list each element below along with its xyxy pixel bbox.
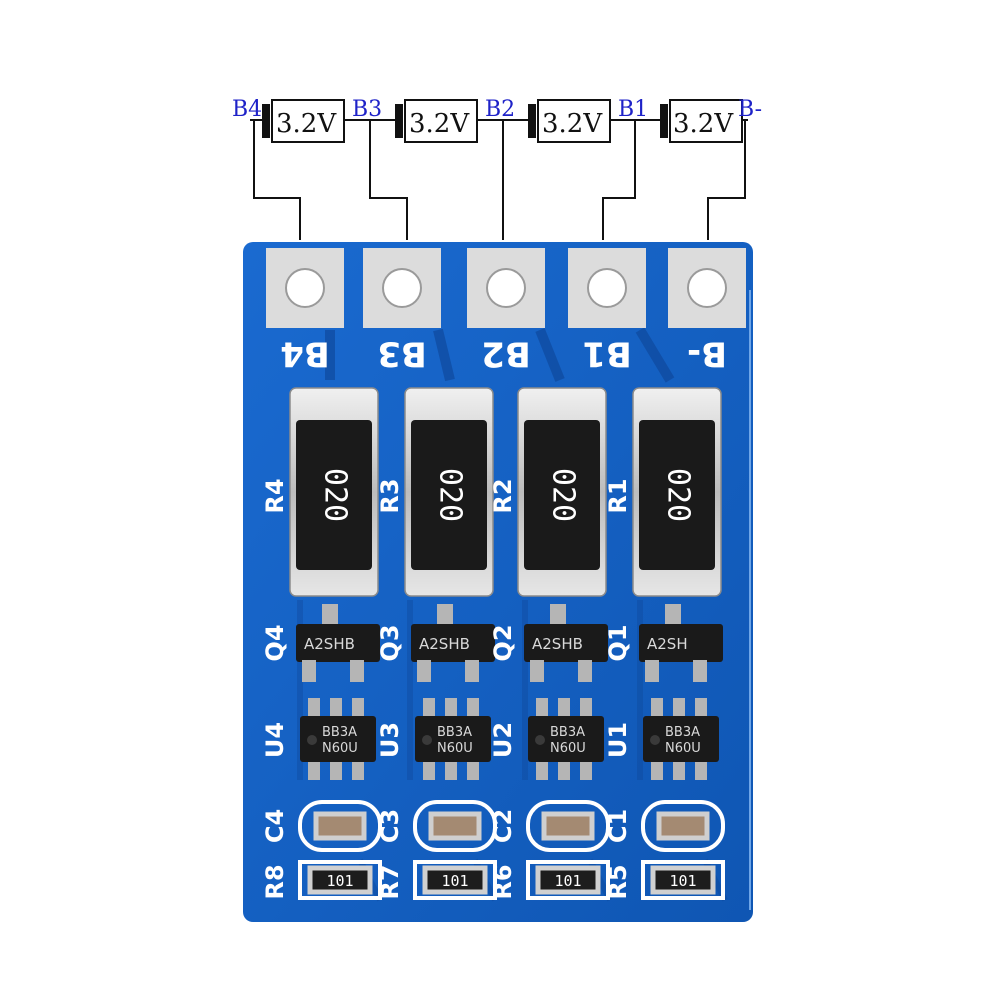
capacitor: [413, 800, 497, 852]
capacitor-ref-label: C4: [261, 809, 289, 843]
mosfet-chip: A2SHB: [524, 604, 608, 682]
ic-marking-line2: N60U: [322, 741, 358, 756]
solder-pad: [467, 248, 545, 328]
shunt-resistor: 020: [404, 387, 494, 597]
shunt-ref-label: R3: [376, 478, 404, 513]
shunt-resistor: 020: [517, 387, 607, 597]
resistor: 101: [526, 860, 610, 900]
shunt-resistor: 020: [289, 387, 379, 597]
capacitor-ref-label: C3: [376, 809, 404, 843]
mosfet-marking: A2SHB: [304, 635, 355, 653]
mosfet-marking: A2SHB: [419, 635, 470, 653]
ic-marking-line1: BB3A: [665, 725, 700, 740]
capacitor: [298, 800, 382, 852]
pad-silkscreen-label: B2: [481, 334, 531, 374]
resistor-ref-label: R8: [261, 864, 289, 899]
terminal-label-b1: B1: [618, 97, 648, 122]
resistor-code: 101: [669, 872, 696, 890]
resistor: 101: [413, 860, 497, 900]
battery-cell: 3.2V: [395, 99, 478, 143]
cell-voltage-label: 3.2V: [542, 109, 603, 139]
pad-silkscreen-label: B-: [687, 334, 727, 374]
shunt-ref-label: R2: [489, 478, 517, 513]
pad-silkscreen-label: B4: [280, 334, 330, 374]
battery-cell: 3.2V: [262, 99, 345, 143]
mosfet-marking: A2SH: [647, 635, 688, 653]
cell-voltage-label: 3.2V: [673, 109, 734, 139]
pad-silkscreen-label: B1: [582, 334, 632, 374]
ic-ref-label: U2: [489, 722, 517, 758]
cell-voltage-label: 3.2V: [276, 109, 337, 139]
battery-cell: 3.2V: [660, 99, 743, 143]
shunt-resistor: 020: [632, 387, 722, 597]
ic-ref-label: U3: [376, 722, 404, 758]
terminal-label-b3: B3: [352, 97, 382, 122]
battery-cell: 3.2V: [528, 99, 611, 143]
shunt-resistor-code: 020: [546, 468, 581, 522]
ic-ref-label: U1: [604, 722, 632, 758]
ic-marking-line2: N60U: [665, 741, 701, 756]
mosfet-ref-label: Q1: [604, 624, 632, 661]
ic-marking-line1: BB3A: [550, 725, 585, 740]
capacitor-ref-label: C2: [489, 809, 517, 843]
resistor-code: 101: [554, 872, 581, 890]
ic-marking-line2: N60U: [437, 741, 473, 756]
shunt-resistor-code: 020: [433, 468, 468, 522]
resistor-ref-label: R6: [489, 864, 517, 899]
mosfet-ref-label: Q3: [376, 624, 404, 661]
solder-pad: [668, 248, 746, 328]
ic-marking-line1: BB3A: [322, 725, 357, 740]
capacitor-ref-label: C1: [604, 809, 632, 843]
resistor-code: 101: [326, 872, 353, 890]
ic-marking-line1: BB3A: [437, 725, 472, 740]
mosfet-ref-label: Q2: [489, 624, 517, 661]
ic-marking-line2: N60U: [550, 741, 586, 756]
mosfet-chip: A2SH: [639, 604, 723, 682]
pad-silkscreen-label: B3: [377, 334, 427, 374]
solder-pad: [363, 248, 441, 328]
shunt-resistor-code: 020: [661, 468, 696, 522]
shunt-ref-label: R4: [261, 478, 289, 513]
solder-pad: [568, 248, 646, 328]
mosfet-chip: A2SHB: [411, 604, 495, 682]
resistor-code: 101: [441, 872, 468, 890]
shunt-ref-label: R1: [604, 478, 632, 513]
terminal-label-b4: B4: [232, 97, 262, 122]
terminal-label-bminus: B-: [738, 97, 762, 122]
resistor-ref-label: R5: [604, 864, 632, 899]
ic-ref-label: U4: [261, 722, 289, 758]
solder-pad: [266, 248, 344, 328]
resistor: 101: [298, 860, 382, 900]
capacitor: [526, 800, 610, 852]
capacitor: [641, 800, 725, 852]
mosfet-marking: A2SHB: [532, 635, 583, 653]
shunt-resistor-code: 020: [318, 468, 353, 522]
mosfet-chip: A2SHB: [296, 604, 380, 682]
resistor-ref-label: R7: [376, 864, 404, 899]
resistor: 101: [641, 860, 725, 900]
battery-wiring-diagram: 3.2V 3.2V 3.2V 3.2V B4 B3 B2 B1 B-: [232, 97, 762, 240]
mosfet-ref-label: Q4: [261, 624, 289, 661]
terminal-label-b2: B2: [485, 97, 515, 122]
cell-voltage-label: 3.2V: [409, 109, 470, 139]
